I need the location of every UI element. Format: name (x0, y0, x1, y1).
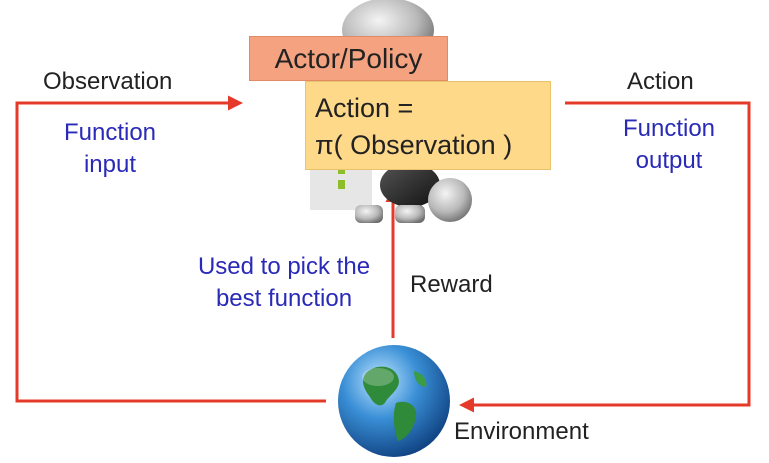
function-input-note: Function input (55, 119, 165, 180)
observation-arrow (15, 95, 326, 403)
actor-policy-label: Actor/Policy (274, 42, 423, 74)
function-input-line2: input (83, 150, 137, 178)
action-formula-line2: π( Observation ) (315, 130, 513, 161)
reward-usage-note: Used to pick the best function (188, 253, 380, 314)
function-output-line1: Function (622, 115, 716, 142)
globe-icon (338, 345, 450, 457)
environment-label: Environment (454, 418, 589, 445)
action-arrow (459, 101, 751, 413)
reward-usage-line1: Used to pick the (197, 253, 371, 280)
actor-policy-box: Actor/Policy (249, 36, 448, 81)
action-label: Action (627, 68, 694, 95)
observation-label: Observation (43, 68, 173, 95)
function-input-line1: Function (63, 119, 157, 146)
function-output-line2: output (635, 146, 703, 174)
reward-label: Reward (410, 271, 493, 298)
reward-usage-line2: best function (215, 284, 353, 312)
function-output-note: Function output (613, 115, 725, 176)
action-formula-line1: Action = (315, 93, 414, 123)
action-formula-box: Action = π( Observation ) (305, 81, 551, 170)
